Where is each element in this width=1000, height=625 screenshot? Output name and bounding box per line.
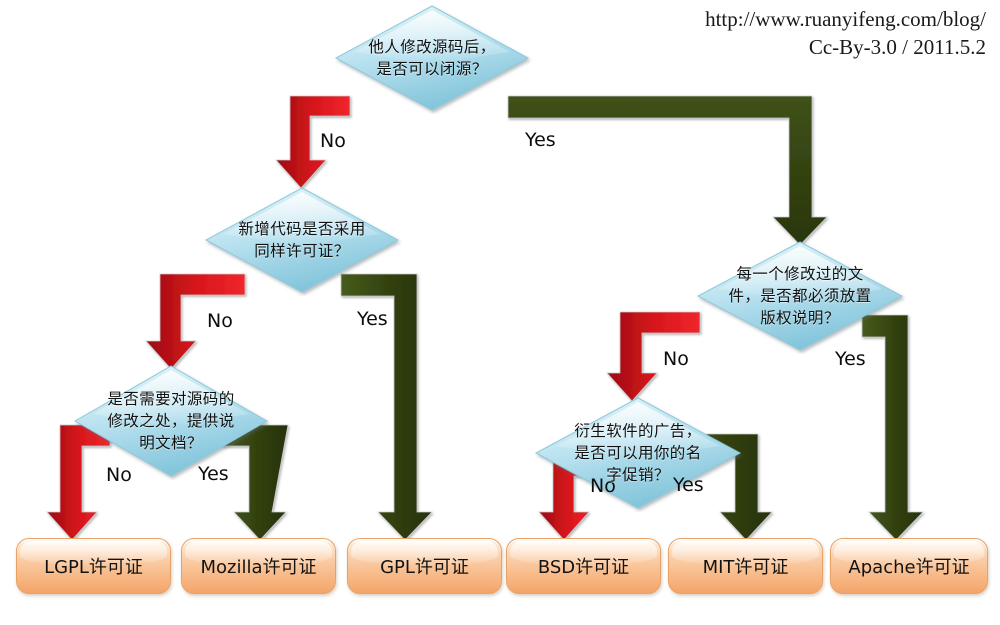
license-box-apache-label: Apache许可证 bbox=[848, 557, 970, 578]
edge-label-q5-no: No bbox=[590, 475, 616, 497]
diamond-shape bbox=[334, 5, 530, 111]
diamond-shape bbox=[696, 241, 904, 351]
decision-node-q3-label: 是否需要对源码的 修改之处，提供说 明文档？ bbox=[107, 390, 235, 452]
credit-block: http://www.ruanyifeng.com/blog/ Cc-By-3.… bbox=[705, 6, 986, 61]
credit-url: http://www.ruanyifeng.com/blog/ bbox=[705, 7, 986, 31]
edge-label-q1-no: No bbox=[320, 130, 346, 152]
decision-node-q2[interactable]: 新增代码是否采用 同样许可证？ bbox=[202, 184, 402, 296]
license-box-mozilla[interactable]: Mozilla许可证 bbox=[181, 538, 336, 594]
decision-node-q1[interactable]: 他人修改源码后， 是否可以闭源？ bbox=[332, 2, 532, 114]
diamond-shape bbox=[534, 397, 742, 509]
edge-label-q1-yes: Yes bbox=[525, 129, 556, 151]
decision-node-q5-label: 衍生软件的广告， 是否可以用你的名 字促销？ bbox=[574, 422, 702, 484]
credit-license-date: Cc-By-3.0 / 2011.5.2 bbox=[808, 34, 986, 59]
license-box-apache[interactable]: Apache许可证 bbox=[830, 538, 988, 594]
edge-label-q5-yes: Yes bbox=[673, 474, 704, 496]
license-box-mit[interactable]: MIT许可证 bbox=[668, 538, 823, 594]
edge-label-q2-no: No bbox=[207, 310, 233, 332]
diamond-shape bbox=[73, 365, 269, 477]
edge-label-q4-no: No bbox=[663, 348, 689, 370]
license-box-mit-label: MIT许可证 bbox=[702, 557, 789, 578]
license-box-gpl-label: GPL许可证 bbox=[380, 557, 469, 578]
edge-label-q3-yes: Yes bbox=[198, 463, 229, 485]
decision-node-q3[interactable]: 是否需要对源码的 修改之处，提供说 明文档？ bbox=[71, 362, 271, 480]
license-box-lgpl[interactable]: LGPL许可证 bbox=[16, 538, 171, 594]
arrow-q1-yes bbox=[507, 95, 828, 246]
license-box-lgpl-label: LGPL许可证 bbox=[44, 557, 143, 578]
license-box-mozilla-label: Mozilla许可证 bbox=[200, 557, 317, 578]
decision-node-q2-label: 新增代码是否采用 同样许可证？ bbox=[238, 220, 366, 260]
license-box-gpl[interactable]: GPL许可证 bbox=[347, 538, 502, 594]
decision-node-q4-label: 每一个修改过的文 件，是否都必须放置 版权说明？ bbox=[728, 265, 872, 327]
edge-label-q3-no: No bbox=[106, 464, 132, 486]
license-box-bsd[interactable]: BSD许可证 bbox=[506, 538, 661, 594]
edge-label-q2-yes: Yes bbox=[357, 308, 388, 330]
diamond-shape bbox=[204, 187, 400, 293]
license-box-bsd-label: BSD许可证 bbox=[537, 557, 630, 578]
decision-node-q4[interactable]: 每一个修改过的文 件，是否都必须放置 版权说明？ bbox=[694, 238, 906, 354]
decision-node-q5[interactable]: 衍生软件的广告， 是否可以用你的名 字促销？ bbox=[532, 394, 744, 512]
edge-label-q4-yes: Yes bbox=[835, 348, 866, 370]
decision-node-q1-label: 他人修改源码后， 是否可以闭源？ bbox=[368, 38, 496, 78]
